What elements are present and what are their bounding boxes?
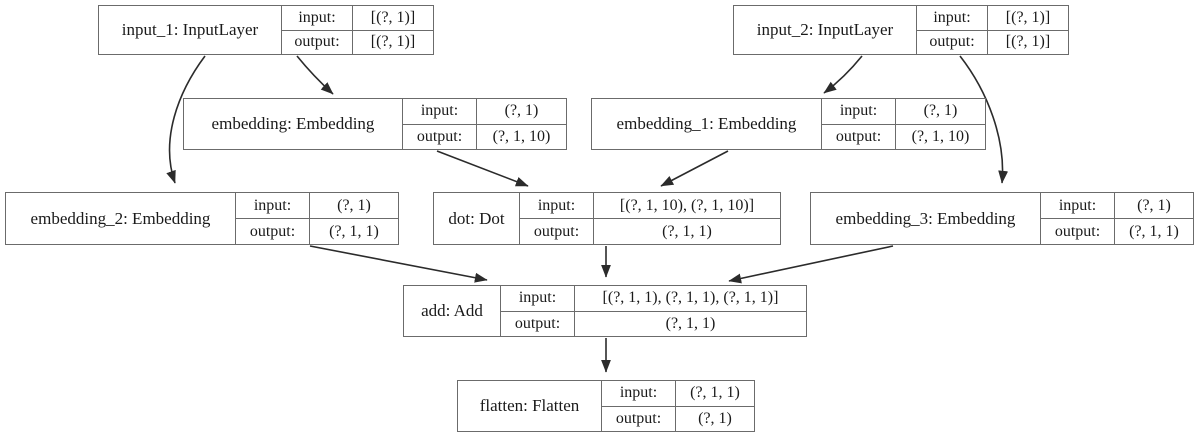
io-row-input-embedding_3: input: (?, 1) [1041,193,1193,219]
edge-embedding_2-to-add [309,245,488,283]
io-value-input-embedding: (?, 1) [476,99,566,124]
io-label-input-dot: input: [537,196,576,214]
node-io-table-add: input:[(?, 1, 1), (?, 1, 1), (?, 1, 1)]o… [500,286,806,336]
edge-input_1-to-embedding [296,55,334,95]
io-label-output-add: output: [514,314,561,332]
node-io-table-embedding_2: input: (?, 1) output: (?, 1, 1) [235,193,398,244]
io-value-input-embedding_2: (?, 1) [309,193,398,218]
io-row-input-embedding_1: input: (?, 1) [822,99,985,125]
io-label-input-input_2: input: [933,8,971,26]
io-label-input-embedding: input: [420,102,459,120]
node-label-embedding: embedding: Embedding [211,114,375,133]
node-flatten[interactable]: flatten: Flatten input: (?, 1, 1) output: (?… [457,380,755,432]
node-label-input_2: input_2: InputLayer [756,20,894,39]
io-value-input-input_1: [(?, 1)] [352,6,433,30]
io-label-input-embedding_3: input: [1058,196,1097,214]
io-value-input-dot: [(?, 1, 10), (?, 1, 10)] [593,193,780,218]
io-label-input-flatten: input: [619,384,658,402]
io-row-input-dot: input: [(?, 1, 10), (?, 1, 10)] [520,193,780,219]
edge-embedding_3-to-add [728,245,894,284]
io-label-output-embedding_1: output: [835,127,882,145]
node-label-flatten: flatten: Flatten [479,396,580,415]
io-value-output-embedding: (?, 1, 10) [476,124,566,149]
edge-embedding_1-to-dot [660,150,729,187]
node-io-table-embedding_3: input: (?, 1) output: (?, 1, 1) [1040,193,1193,244]
node-io-table-embedding: input: (?, 1) output: (?, 1, 10) [402,99,566,149]
io-value-input-input_2: [(?, 1)] [987,6,1068,30]
io-value-output-add: (?, 1, 1) [574,311,806,336]
io-row-input-flatten: input: (?, 1, 1) [602,381,754,407]
node-io-table-embedding_1: input: (?, 1) output: (?, 1, 10) [821,99,985,149]
edge-input_2-to-embedding_1 [823,55,863,94]
node-io-table-input_2: input: [(?, 1)] output: [(?, 1)] [916,6,1068,54]
io-row-output-embedding_3: output: (?, 1, 1) [1041,219,1193,244]
io-value-output-embedding_2: (?, 1, 1) [309,219,398,244]
io-row-output-embedding_1: output: (?, 1, 10) [822,124,985,149]
io-row-output-dot: output: (?, 1, 1) [520,219,780,244]
io-label-output-flatten: output: [615,409,662,427]
io-value-input-add: [(?, 1, 1), (?, 1, 1), (?, 1, 1)] [574,286,806,311]
node-label-dot: dot: Dot [448,208,505,228]
io-label-output-embedding: output: [416,127,463,145]
io-value-output-embedding_1: (?, 1, 10) [895,124,985,149]
io-value-input-embedding_3: (?, 1) [1114,193,1193,218]
io-label-output-input_2: output: [929,33,975,51]
node-label-embedding_3: embedding_3: Embedding [835,208,1016,228]
node-embedding[interactable]: embedding: Embedding input: (?, 1) output: (… [183,98,567,150]
io-value-input-flatten: (?, 1, 1) [675,381,754,406]
node-io-table-flatten: input: (?, 1, 1) output: (?, 1) [601,381,754,431]
io-value-output-input_1: [(?, 1)] [352,30,433,54]
io-value-output-input_2: [(?, 1)] [987,30,1068,54]
io-label-output-input_1: output: [294,33,340,51]
io-label-input-embedding_2: input: [253,196,292,214]
io-label-output-embedding_2: output: [249,222,296,240]
io-label-output-dot: output: [533,222,580,240]
io-row-input-embedding: input: (?, 1) [403,99,566,125]
node-io-table-dot: input: [(?, 1, 10), (?, 1, 10)] output: (?,… [519,193,780,244]
io-value-output-embedding_3: (?, 1, 1) [1114,219,1193,244]
io-row-input-add: input: [(?, 1, 1), (?, 1, 1), (?, 1, 1)] [501,286,806,312]
io-value-output-flatten: (?, 1) [675,406,754,431]
io-value-input-embedding_1: (?, 1) [895,99,985,124]
node-label-embedding_2: embedding_2: Embedding [30,208,211,228]
node-label-embedding_1: embedding_1: Embedding [616,114,797,133]
io-row-output-input_2: output: [(?, 1)] [917,30,1068,54]
io-label-input-add: input: [518,289,557,307]
edge-embedding-to-dot [436,150,529,187]
io-label-input-input_1: input: [298,8,336,26]
io-row-output-add: output: (?, 1, 1) [501,311,806,336]
node-add[interactable]: add: Add input: [(?, 1, 1), (?, 1, 1), (?,… [403,285,807,337]
io-row-input-input_1: input: [(?, 1)] [282,6,433,31]
node-io-table-input_1: input: [(?, 1)] output: [(?, 1)] [281,6,433,54]
node-label-add: add: Add [421,301,483,320]
io-row-output-embedding_2: output: (?, 1, 1) [236,219,398,244]
node-label-input_1: input_1: InputLayer [121,20,259,39]
io-row-output-input_1: output: [(?, 1)] [282,30,433,54]
io-label-input-embedding_1: input: [839,102,878,120]
io-row-output-flatten: output: (?, 1) [602,406,754,431]
io-value-output-dot: (?, 1, 1) [593,219,780,244]
io-label-output-embedding_3: output: [1054,222,1101,240]
io-row-output-embedding: output: (?, 1, 10) [403,124,566,149]
io-row-input-embedding_2: input: (?, 1) [236,193,398,219]
io-row-input-input_2: input: [(?, 1)] [917,6,1068,31]
